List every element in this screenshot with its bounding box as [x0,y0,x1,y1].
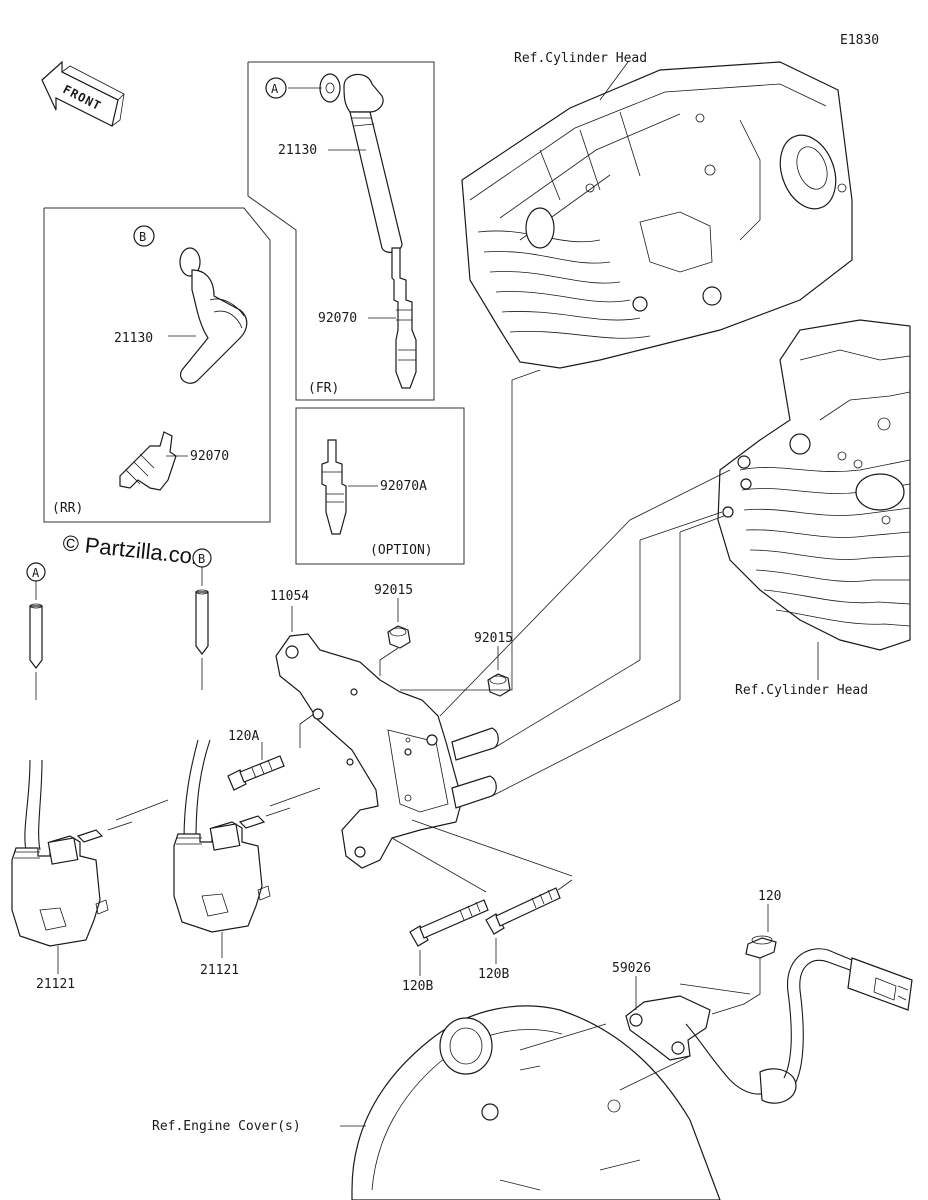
option-box-label: (OPTION) [370,543,433,558]
ignition-coil-left [11,821,133,974]
watermark: © Partzilla.com [61,530,211,570]
bolt-120b-right [485,887,561,964]
bracket-part-number: 11054 [270,589,309,604]
sensor [625,948,913,1104]
marker-a-box-label: A [271,82,279,96]
engine-cover [340,1005,721,1200]
box-fr [247,61,435,401]
coil-right-part-number: 21121 [200,963,239,978]
marker-a-wire [26,562,46,582]
cylinder-head-right [717,319,911,651]
ref-engine-cover: Ref.Engine Cover(s) [152,1119,301,1134]
cylinder-head-top [461,61,853,369]
fr-box-label: (FR) [308,381,339,396]
rr-box-label: (RR) [52,501,83,516]
box-rr [43,207,271,523]
marker-a-wire-label: A [32,566,40,580]
nut-lower [487,646,511,697]
marker-b-wire-label: B [198,552,205,566]
ref-cylinder-head-right: Ref.Cylinder Head [735,683,868,698]
coil-left-part-number: 21121 [36,977,75,992]
bolt-120-part-number: 120 [758,889,781,904]
fr-plug-part-number: 92070 [318,311,357,326]
marker-a-box [265,77,287,99]
bolt-120 [745,904,777,959]
bolt-120b-right-part-number: 120B [478,967,509,982]
bolt-120a-part-number: 120A [228,729,259,744]
rr-cap-part-number: 21130 [114,331,153,346]
diagram-code: E1830 [840,33,879,48]
sensor-part-number: 59026 [612,961,651,976]
wire-a [24,578,43,851]
fr-cap-part-number: 21130 [278,143,317,158]
marker-b-box-label: B [139,230,146,244]
marker-b-wire [192,548,212,568]
front-arrow-icon: FRONT [41,60,125,127]
nut-lower-part-number: 92015 [474,631,513,646]
ref-cylinder-head-top: Ref.Cylinder Head [514,51,647,66]
option-plug-part-number: 92070A [380,479,427,494]
bracket [275,606,499,869]
bolt-120b-left [409,899,489,976]
marker-b-box [133,225,155,247]
ignition-coil-right [173,807,291,958]
nut-upper [387,598,411,649]
bolt-120b-left-part-number: 120B [402,979,433,994]
assembly-lines [115,369,761,1091]
bolt-120a [227,742,285,791]
box-option [295,407,465,565]
nut-upper-part-number: 92015 [374,583,413,598]
rr-plug-part-number: 92070 [190,449,229,464]
wire-b [183,566,211,841]
